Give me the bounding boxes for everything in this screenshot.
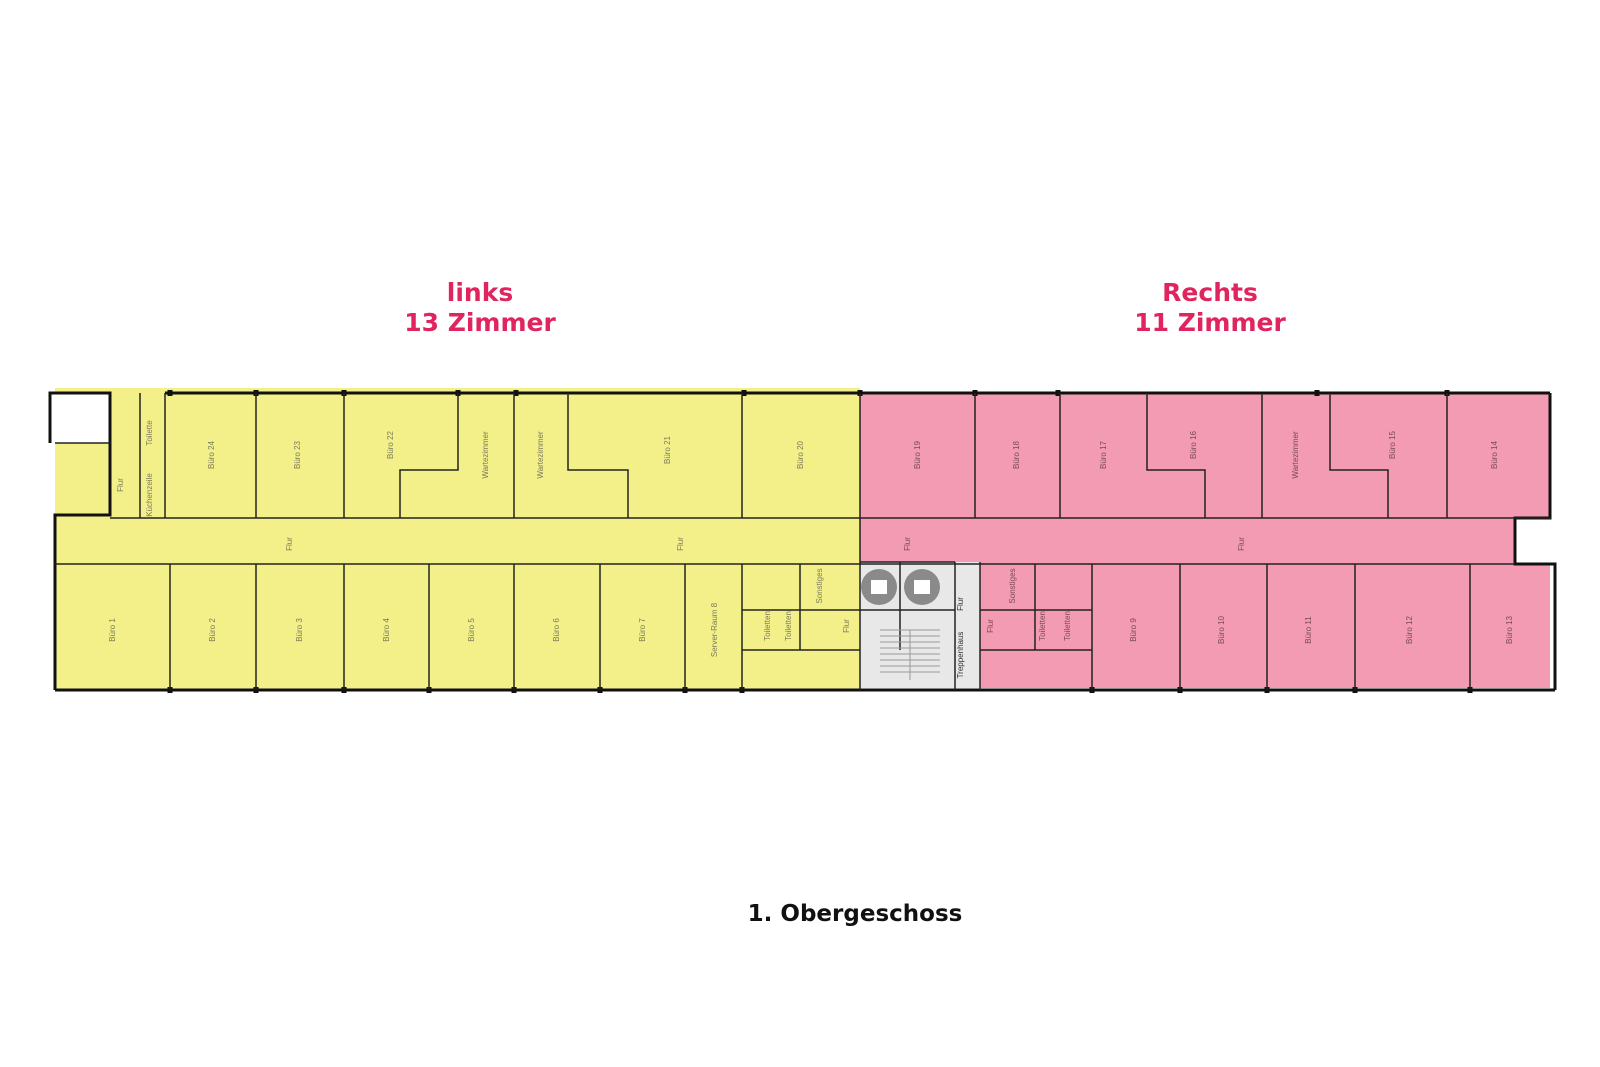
right-section-title: Rechts 11 Zimmer xyxy=(1090,278,1330,338)
room-label-server-raum-8: Server-Raum 8 xyxy=(710,602,719,657)
left-section-title: links 13 Zimmer xyxy=(360,278,600,338)
room-label-wartezimmer: Wartezimmer xyxy=(1291,431,1300,479)
room-label-buero-19: Büro 19 xyxy=(913,440,922,469)
room-label-flur: Flur xyxy=(956,597,965,611)
room-label-toiletten: Toiletten xyxy=(1063,611,1072,641)
room-label-toiletten: Toiletten xyxy=(763,611,772,641)
room-label-toiletten: Toiletten xyxy=(1038,611,1047,641)
room-label-buero-6: Büro 6 xyxy=(552,618,561,642)
room-label-buero-15: Büro 15 xyxy=(1388,430,1397,459)
room-label-flur: Flur xyxy=(676,537,685,551)
room-label-sonstiges: Sonstiges xyxy=(1008,568,1017,603)
room-label-buero-22: Büro 22 xyxy=(386,430,395,459)
room-label-buero-3: Büro 3 xyxy=(295,618,304,642)
room-label-buero-16: Büro 16 xyxy=(1189,430,1198,459)
room-label-buero-17: Büro 17 xyxy=(1099,440,1108,469)
room-label-buero-20: Büro 20 xyxy=(796,440,805,469)
room-label-buero-12: Büro 12 xyxy=(1405,615,1414,644)
room-label-wartezimmer: Wartezimmer xyxy=(536,431,545,479)
room-label-buero-23: Büro 23 xyxy=(293,440,302,469)
room-label-buero-18: Büro 18 xyxy=(1012,440,1021,469)
room-label-buero-4: Büro 4 xyxy=(382,618,391,642)
room-label-toilette: Toilette xyxy=(145,420,154,446)
room-label-flur: Flur xyxy=(842,619,851,633)
room-label-toiletten: Toiletten xyxy=(784,611,793,641)
room-label-sonstiges: Sonstiges xyxy=(815,568,824,603)
staircase-steps xyxy=(880,629,940,680)
room-label-buero-24: Büro 24 xyxy=(207,440,216,469)
room-label-wartezimmer: Wartezimmer xyxy=(481,431,490,479)
room-label-buero-14: Büro 14 xyxy=(1490,440,1499,469)
room-label-buero-21: Büro 21 xyxy=(663,435,672,464)
right-section-room-count: 11 Zimmer xyxy=(1134,308,1286,337)
room-label-flur: Flur xyxy=(116,478,125,492)
room-label-buero-9: Büro 9 xyxy=(1129,618,1138,642)
room-labels: Büro 24 Büro 23 Büro 22 Wartezimmer Wart… xyxy=(108,420,1514,679)
room-label-buero-1: Büro 1 xyxy=(108,618,117,642)
room-label-buero-7: Büro 7 xyxy=(638,618,647,642)
room-label-treppenhaus: Treppenhaus xyxy=(956,632,965,679)
left-section-room-count: 13 Zimmer xyxy=(404,308,556,337)
wc-annex-fill xyxy=(55,393,110,443)
room-label-buero-11: Büro 11 xyxy=(1304,616,1313,644)
elevator-icon xyxy=(904,569,940,605)
room-label-buero-13: Büro 13 xyxy=(1505,615,1514,644)
room-label-flur: Flur xyxy=(986,619,995,633)
room-label-buero-2: Büro 2 xyxy=(208,618,217,642)
right-notch xyxy=(1515,518,1555,564)
room-label-buero-10: Büro 10 xyxy=(1217,615,1226,644)
right-section-label: Rechts xyxy=(1162,278,1258,307)
room-label-flur: Flur xyxy=(1237,537,1246,551)
floor-caption: 1. Obergeschoss xyxy=(747,901,963,927)
left-section-label: links xyxy=(446,278,514,307)
elevator-icon xyxy=(861,569,897,605)
room-label-kuechenzeile: Küchenzeile xyxy=(145,473,154,517)
room-label-buero-5: Büro 5 xyxy=(467,618,476,642)
interior-walls xyxy=(55,393,1550,690)
room-label-flur: Flur xyxy=(903,537,912,551)
room-label-flur: Flur xyxy=(285,537,294,551)
